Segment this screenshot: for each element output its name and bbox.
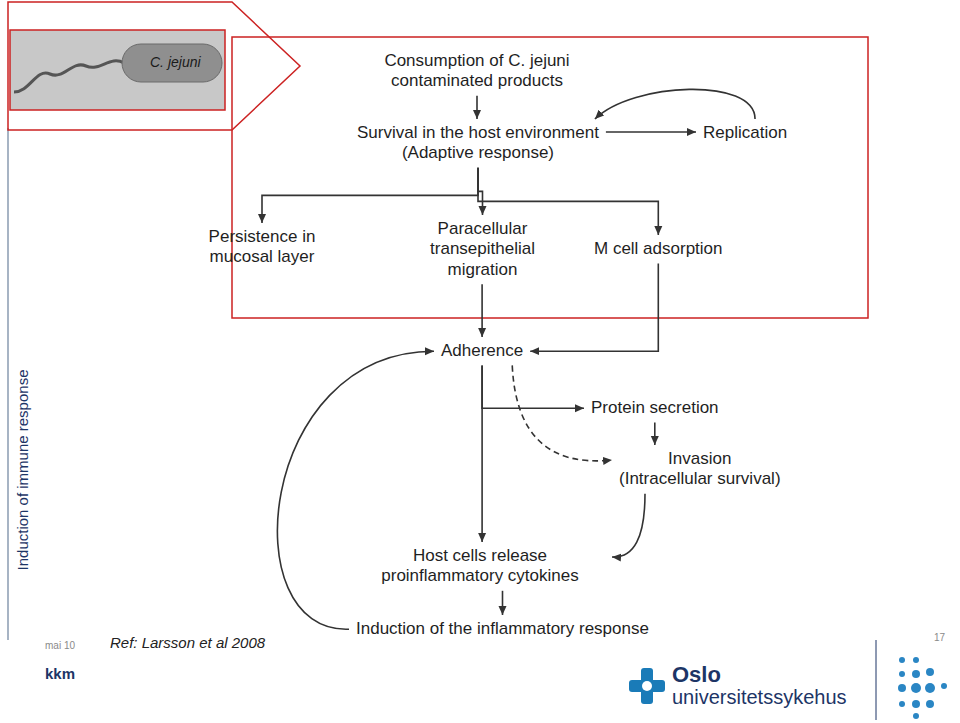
step-text: (Adaptive response) [357, 143, 599, 163]
flow-step: Persistence in mucosal layer [183, 226, 341, 269]
slide-label: kkm [45, 665, 75, 682]
step-text: Induction of the inflammatory response [356, 619, 649, 639]
flow-arrow [482, 365, 584, 408]
flow-arrow [262, 168, 478, 223]
slide-label: universitetssykehus [672, 686, 847, 709]
hospital-logo [629, 668, 665, 704]
flow-arrow [654, 422, 656, 445]
slide-label: Oslo [672, 662, 721, 688]
slide-label: Induction of immune response [14, 370, 31, 571]
flow-step: Adherence [437, 340, 527, 362]
flow-arrow [476, 96, 478, 119]
flow-step: Paracellular transepithelial migration [401, 218, 564, 281]
footer-divider [876, 640, 877, 720]
slide-label: 17 [934, 632, 945, 643]
step-text: Host cells release proinflammatory cytok… [355, 546, 605, 587]
flagellum [14, 61, 124, 92]
step-text: (Intracellular survival) [619, 469, 781, 489]
step-text: Protein secretion [591, 398, 719, 418]
flow-step: Invasion(Intracellular survival) [615, 448, 785, 491]
flow-arrow [595, 89, 755, 119]
slide-label: C. jejuni [150, 54, 201, 70]
flow-step: Survival in the host environment(Adaptiv… [353, 122, 603, 165]
flow-arrow [612, 494, 645, 557]
step-text: Consumption of C. jejuni contaminated pr… [352, 51, 602, 92]
side-rule [7, 128, 9, 640]
flow-step: Host cells release proinflammatory cytok… [351, 545, 609, 588]
flow-arrow [277, 351, 434, 629]
step-text: Adherence [441, 341, 523, 361]
pointer-arrow [8, 2, 300, 130]
step-text: Survival in the host environment [357, 123, 599, 143]
step-text: Paracellular transepithelial migration [405, 219, 560, 280]
step-text: Replication [703, 123, 787, 143]
flow-arrow [606, 131, 696, 133]
flow-arrow [502, 591, 504, 615]
flow-step: Induction of the inflammatory response [352, 618, 653, 640]
flow-step: M cell adsorption [590, 238, 727, 260]
flow-step: Consumption of C. jejuni contaminated pr… [348, 50, 606, 93]
slide-label: Ref: Larsson et al 2008 [110, 634, 265, 651]
bacterium-photo [10, 30, 225, 110]
flow-arrow [481, 365, 483, 542]
flow-step: Replication [699, 122, 791, 144]
step-text: Invasion [619, 449, 781, 469]
bacterium-body [122, 44, 222, 82]
flow-arrow [481, 284, 483, 337]
flow-step: Protein secretion [587, 397, 723, 419]
step-text: Persistence in mucosal layer [187, 227, 337, 268]
dot-pattern [898, 657, 947, 719]
step-text: M cell adsorption [594, 239, 723, 259]
highlight-frame [232, 37, 868, 318]
flow-arrow [530, 263, 658, 351]
slide-label: mai 10 [45, 640, 75, 651]
